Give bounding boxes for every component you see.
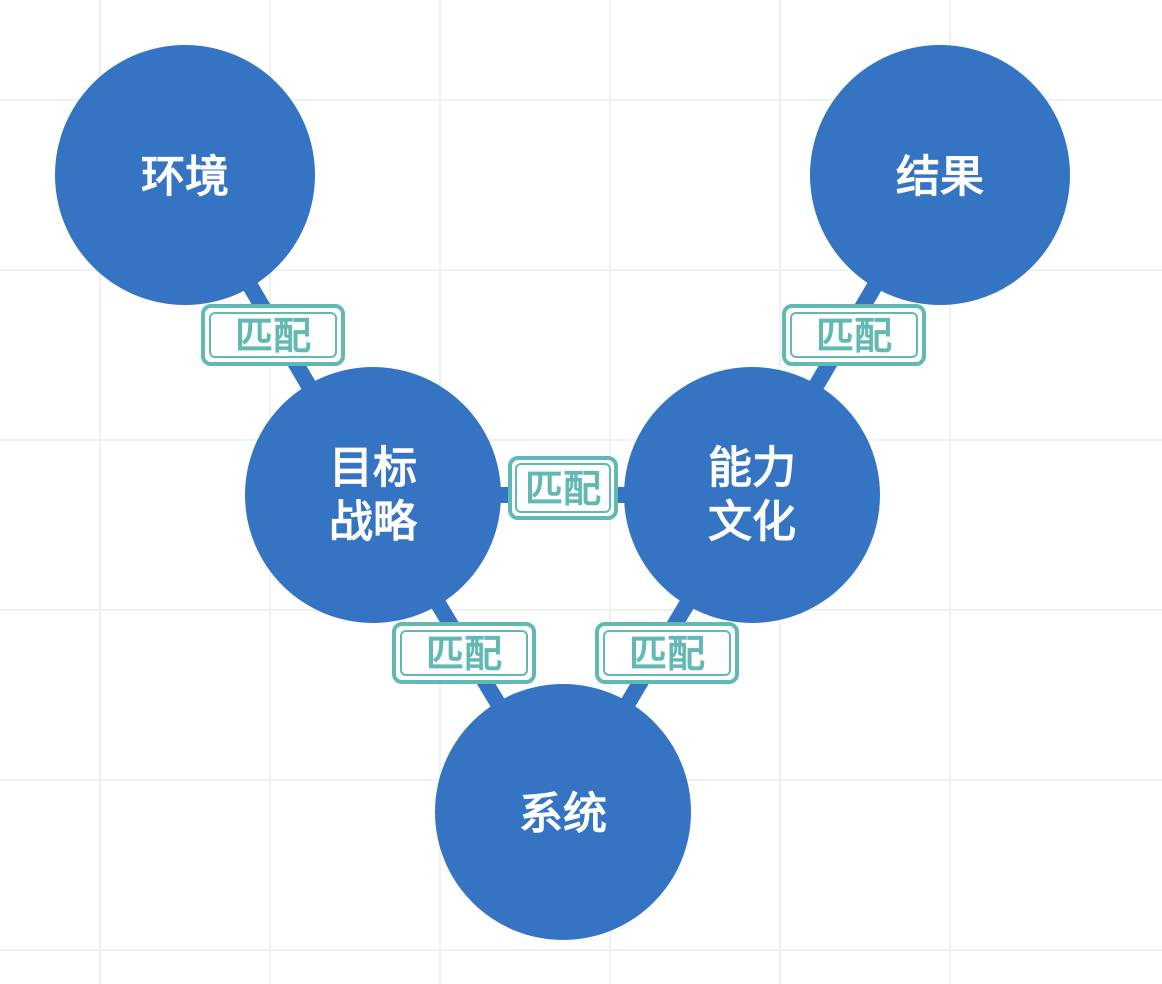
node-goal-strategy-line2: 战略 xyxy=(329,497,418,548)
tag-result-capability-label: 匹配 xyxy=(816,314,892,358)
tag-environment-goal: 匹配 xyxy=(201,304,345,366)
tag-goal-capability: 匹配 xyxy=(508,456,618,520)
tag-environment-goal-label: 匹配 xyxy=(235,314,311,358)
node-environment: 环境 xyxy=(55,45,315,305)
tag-capability-system-label: 匹配 xyxy=(629,632,705,676)
node-environment-label: 环境 xyxy=(141,152,229,203)
node-capability-culture-circle xyxy=(624,367,880,623)
tag-capability-system: 匹配 xyxy=(595,622,739,684)
node-environment-circle xyxy=(55,45,315,305)
tag-goal-system-inner xyxy=(400,630,528,676)
tag-result-capability: 匹配 xyxy=(782,304,926,366)
node-system: 系统 xyxy=(435,684,691,940)
node-system-circle xyxy=(435,684,691,940)
node-result-label: 结果 xyxy=(896,152,984,203)
tag-goal-capability-label: 匹配 xyxy=(525,467,601,511)
node-goal-strategy-circle xyxy=(245,367,501,623)
tag-result-capability-box xyxy=(782,304,926,366)
tag-goal-capability-inner xyxy=(515,463,611,513)
tag-goal-system: 匹配 xyxy=(392,622,536,684)
tag-result-capability-inner xyxy=(790,312,918,358)
node-goal-strategy-line1: 目标 xyxy=(329,443,417,494)
tag-capability-system-inner xyxy=(603,630,731,676)
node-result: 结果 xyxy=(810,45,1070,305)
node-capability-culture-line2: 文化 xyxy=(708,497,796,548)
tag-goal-system-label: 匹配 xyxy=(426,632,502,676)
node-capability-culture: 能力 文化 xyxy=(624,367,880,623)
tag-environment-goal-inner xyxy=(209,312,337,358)
node-capability-culture-line1: 能力 xyxy=(708,443,796,494)
tag-environment-goal-box xyxy=(201,304,345,366)
node-goal-strategy: 目标 战略 xyxy=(245,367,501,623)
tag-capability-system-box xyxy=(595,622,739,684)
node-result-circle xyxy=(810,45,1070,305)
tag-goal-system-box xyxy=(392,622,536,684)
node-system-label: 系统 xyxy=(519,789,607,840)
tag-goal-capability-box xyxy=(508,456,618,520)
